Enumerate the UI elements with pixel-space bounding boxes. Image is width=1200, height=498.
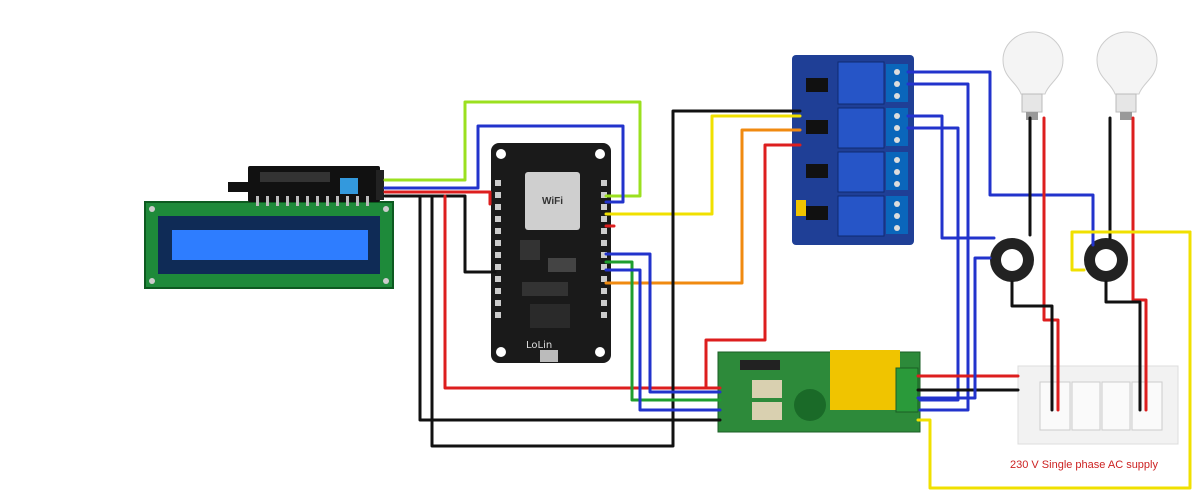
wires — [383, 70, 1192, 490]
energy-meter — [717, 350, 921, 433]
bulb-1 — [1002, 31, 1064, 120]
current-transformer-2 — [1084, 238, 1128, 282]
wifi-module: WiFi — [525, 172, 580, 230]
esp-board — [491, 143, 611, 363]
current-transformer-1 — [990, 238, 1034, 282]
supply-label: 230 V Single phase AC supply — [1010, 459, 1158, 471]
switchboard — [1017, 365, 1179, 445]
relay-4 — [837, 195, 885, 237]
relay-module — [792, 55, 914, 245]
relay-1 — [837, 61, 885, 105]
bulb-2 — [1096, 31, 1158, 120]
lcd-module — [144, 201, 394, 289]
board-name: LoLin — [526, 340, 553, 351]
relay-2 — [837, 107, 885, 149]
lcd-screen — [172, 230, 368, 260]
wifi-badge: WiFi — [541, 195, 563, 207]
relay-3 — [837, 151, 885, 193]
i2c-adapter — [228, 166, 384, 206]
